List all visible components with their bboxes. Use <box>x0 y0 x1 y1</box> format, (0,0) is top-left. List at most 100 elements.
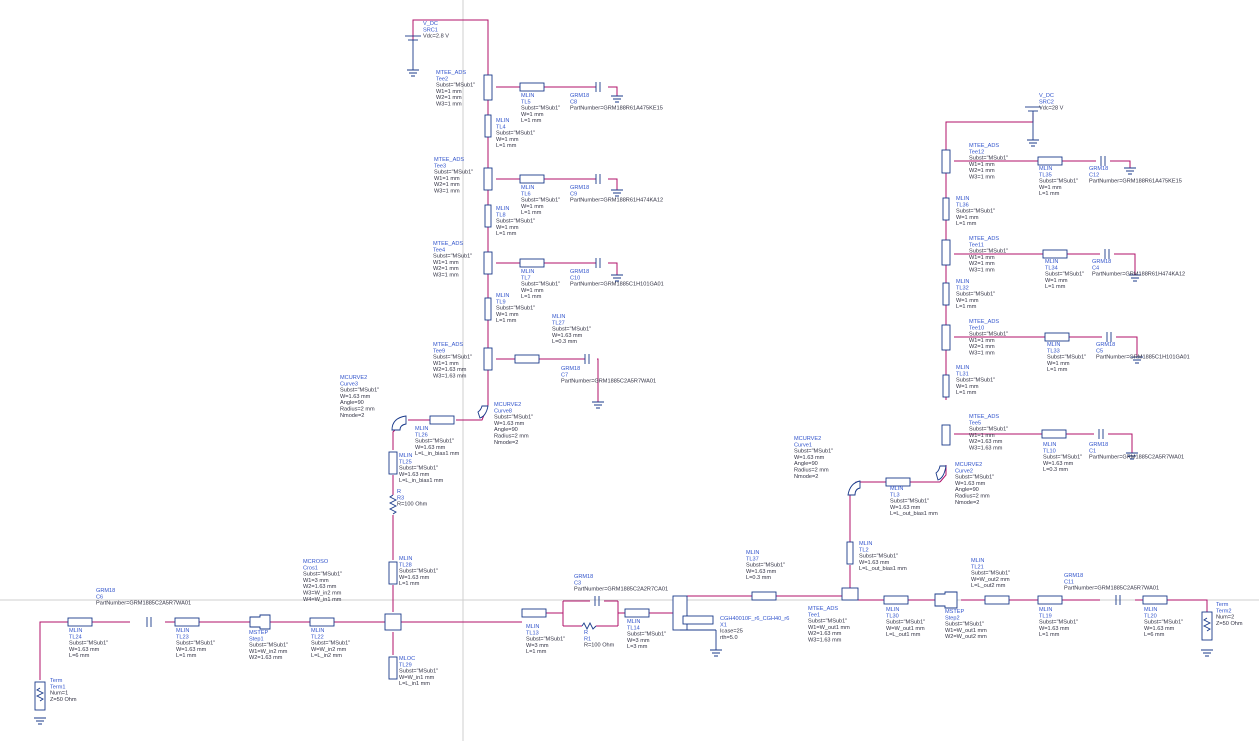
component-parameter-label: Subst="MSub1" <box>399 669 438 675</box>
component-instance-label: TL4 <box>496 124 506 130</box>
component-parameter-label: W2=1 mm <box>969 261 995 267</box>
component-parameter-label: Subst="MSub1" <box>1045 272 1084 278</box>
component-parameter-label: W=1 mm <box>1039 185 1062 191</box>
component-parameter-label: L=0.3 mm <box>746 575 771 581</box>
component-type-label: MLIN <box>496 118 509 124</box>
component-instance-label: Tee4 <box>433 247 445 253</box>
component-instance-label: TL9 <box>496 299 506 305</box>
component-type-label: MLIN <box>1039 166 1052 172</box>
component-parameter-label: L=3 mm <box>627 644 648 650</box>
component-parameter-label: Subst="MSub1" <box>971 571 1010 577</box>
component-instance-label: TL31 <box>956 371 969 377</box>
component-parameter-label: Subst="MSub1" <box>955 475 994 481</box>
component-instance-label: Tee5 <box>969 420 981 426</box>
component-parameter-label: Subst="MSub1" <box>399 466 438 472</box>
component-parameter-label: L=1 mm <box>521 210 542 216</box>
component-parameter-label: R=100 Ohm <box>584 643 615 649</box>
component-parameter-label: Subst="MSub1" <box>176 641 215 647</box>
component-parameter-label: Subst="MSub1" <box>746 563 785 569</box>
component-instance-label: TL35 <box>1039 172 1052 178</box>
component-parameter-label: W=W_in1 mm <box>399 675 435 681</box>
component-type-label: MTEE_ADS <box>969 319 999 325</box>
component-instance-label: TL14 <box>627 625 640 631</box>
component-parameter-label: W=1.63 mm <box>494 421 525 427</box>
component-type-label: MLIN <box>1144 607 1157 613</box>
component-instance-label: TL28 <box>399 562 412 568</box>
component-parameter-label: Subst="MSub1" <box>399 569 438 575</box>
component-parameter-label: W=1 mm <box>521 204 544 210</box>
component-type-label: GRM18 <box>1096 342 1115 348</box>
component-parameter-label: Subst="MSub1" <box>415 439 454 445</box>
component-parameter-label: W=1 mm <box>496 312 519 318</box>
component-type-label: MLIN <box>956 196 969 202</box>
component-parameter-label: Subst="MSub1" <box>956 209 995 215</box>
component-parameter-label: Num=2 <box>1216 615 1234 621</box>
component-type-label: MTEE_ADS <box>808 606 838 612</box>
component-instance-label: TL13 <box>526 630 539 636</box>
component-parameter-label: W=W_out2 mm <box>971 577 1010 583</box>
component-parameter-label: R=100 Ohm <box>397 502 428 508</box>
component-parameter-label: Vdc=2.8 V <box>423 34 449 40</box>
component-parameter-label: W1=1 mm <box>969 162 995 168</box>
component-parameter-label: Subst="MSub1" <box>494 415 533 421</box>
component-parameter-label: L=L_in_bias1 mm <box>399 478 444 484</box>
component-parameter-label: W2=W_out2 mm <box>945 634 987 640</box>
component-instance-label: Curve8 <box>494 408 512 414</box>
component-type-label: GRM18 <box>561 366 580 372</box>
component-parameter-label: W2=1.63 mm <box>249 655 283 661</box>
component-parameter-label: PartNumber=GRM188R61H474KA12 <box>570 198 663 204</box>
component-type-label: MSTEP <box>945 609 965 615</box>
dc-source-symbol-src1 <box>405 35 421 70</box>
component-parameter-label: L=1 mm <box>521 294 542 300</box>
component-parameter-label: W4=W_in1 mm <box>303 597 342 603</box>
component-parameter-label: Subst="MSub1" <box>249 643 288 649</box>
component-type-label: GRM18 <box>570 185 589 191</box>
component-type-label: MLIN <box>521 93 534 99</box>
component-parameter-label: Subst="MSub1" <box>69 641 108 647</box>
component-type-label: MLIN <box>859 541 872 547</box>
component-instance-label: Tee1 <box>808 612 820 618</box>
component-parameter-label: Radius=2 mm <box>494 434 529 440</box>
component-instance-label: TL37 <box>746 556 759 562</box>
component-type-label: MSTEP <box>249 630 269 636</box>
component-parameter-label: W1=1 mm <box>969 433 995 439</box>
component-parameter-label: Subst="MSub1" <box>1043 455 1082 461</box>
component-parameter-label: W1=1 mm <box>434 176 460 182</box>
component-instance-label: C4 <box>1092 265 1099 271</box>
component-parameter-label: L=L_out2 mm <box>971 583 1006 589</box>
component-instance-label: TL19 <box>1039 613 1052 619</box>
component-instance-label: Tee10 <box>969 325 984 331</box>
component-parameter-label: Subst="MSub1" <box>969 156 1008 162</box>
component-parameter-label: W1=3 mm <box>303 578 329 584</box>
component-parameter-label: Angle=90 <box>494 427 518 433</box>
component-parameter-label: W=W_in2 mm <box>311 647 347 653</box>
component-parameter-label: W=1 mm <box>956 215 979 221</box>
component-parameter-label: W3=1 mm <box>434 189 460 195</box>
component-parameter-label: W=1 mm <box>521 288 544 294</box>
component-parameter-label: W2=1 mm <box>969 344 995 350</box>
component-parameter-label: L=1 mm <box>956 221 977 227</box>
component-type-label: MLIN <box>526 624 539 630</box>
component-type-label: MLIN <box>1045 259 1058 265</box>
component-instance-label: TL24 <box>69 634 82 640</box>
